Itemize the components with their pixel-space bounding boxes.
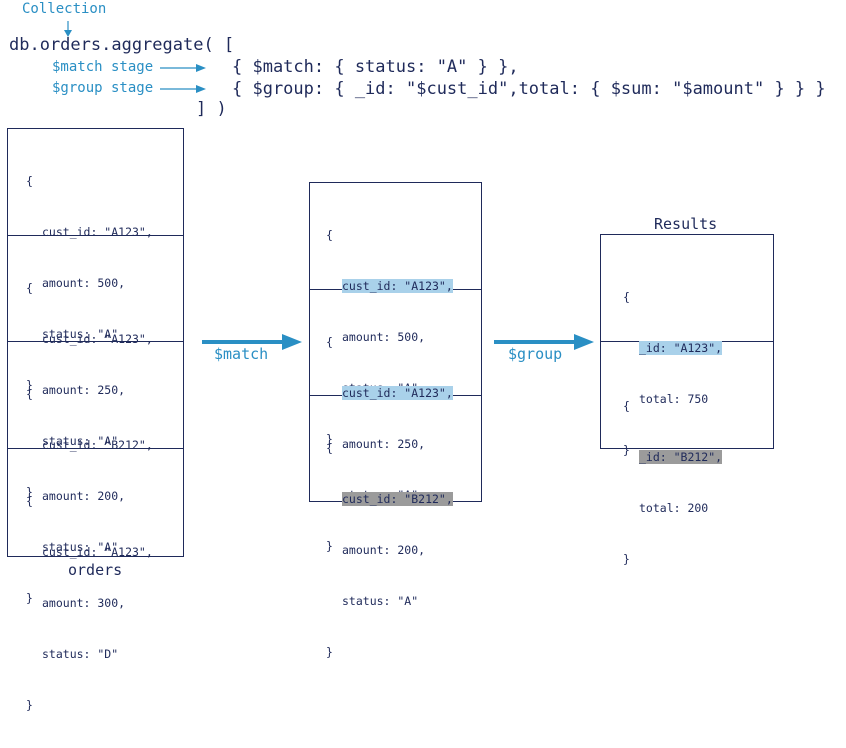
field-cust-id-highlighted: cust_id: "A123", (342, 279, 453, 293)
matched-document: { cust_id: "B212", amount: 200, status: … (326, 441, 453, 659)
field-cust-id: cust_id: "A123", (42, 545, 153, 559)
match-stage-code: { $match: { status: "A" } }, (232, 57, 519, 77)
orders-document: { cust_id: "A123", amount: 500, status: … (8, 129, 183, 392)
matched-document: { cust_id: "A123", amount: 250, status: … (310, 290, 481, 553)
results-collection: { _id: "A123", total: 750 } { _id: "B212… (600, 234, 774, 566)
orders-document: { cust_id: "A123", amount: 300, status: … (26, 494, 153, 712)
collection-label: Collection (22, 1, 107, 17)
field-cust-id: cust_id: "A123", (42, 332, 153, 346)
match-stage-pointer-arrowhead (196, 64, 206, 72)
field-amount: amount: 500, (342, 330, 426, 344)
field-cust-id-highlighted: cust_id: "B212", (342, 492, 453, 506)
field-status: status: "A" (42, 327, 119, 341)
group-stage-pointer-arrowhead (196, 85, 206, 93)
group-stage-label: $group stage (52, 80, 154, 96)
matched-document: { cust_id: "A123", amount: 500, status: … (310, 183, 481, 446)
orders-collection: { cust_id: "A123", amount: 500, status: … (7, 128, 184, 712)
result-document: { _id: "A123", total: 750 } (601, 235, 773, 457)
field-amount: amount: 250, (342, 437, 426, 451)
field-status: status: "D" (42, 647, 119, 661)
match-stage-label: $match stage (52, 59, 154, 75)
result-document: { _id: "B212", total: 200 } (623, 399, 723, 566)
results-title: Results (654, 215, 718, 233)
field-amount: amount: 200, (42, 489, 126, 503)
aggregate-close-line: ] ) (196, 99, 227, 119)
field-total: total: 750 (639, 392, 709, 406)
aggregate-call-line: db.orders.aggregate( [ (9, 35, 235, 55)
field-total: total: 200 (639, 501, 709, 515)
group-arrow-head (574, 334, 594, 350)
field-status: status: "A" (42, 540, 119, 554)
field-amount: amount: 250, (42, 383, 126, 397)
field-amount: amount: 500, (42, 276, 126, 290)
field-status: status: "A" (342, 594, 419, 608)
match-stage-arrow-label: $match (214, 345, 269, 363)
field-id-highlighted: _id: "B212", (639, 450, 723, 464)
field-amount: amount: 300, (42, 596, 126, 610)
field-id-highlighted: _id: "A123", (639, 341, 723, 355)
field-cust-id: cust_id: "B212", (42, 438, 153, 452)
field-cust-id-highlighted: cust_id: "A123", (342, 386, 453, 400)
matched-documents: { cust_id: "A123", amount: 500, status: … (309, 182, 482, 659)
collection-pointer-arrowhead (64, 30, 72, 37)
group-stage-arrow-label: $group (508, 345, 563, 363)
orders-document: { cust_id: "A123", amount: 250, status: … (8, 236, 183, 499)
field-amount: amount: 200, (342, 543, 426, 557)
field-cust-id: cust_id: "A123", (42, 225, 153, 239)
connector-layer (64, 21, 594, 350)
field-status: status: "A" (42, 434, 119, 448)
orders-collection-title: orders (68, 561, 123, 579)
orders-document: { cust_id: "B212", amount: 200, status: … (8, 342, 183, 605)
group-stage-code: { $group: { _id: "$cust_id",total: { $su… (232, 79, 826, 99)
match-arrow-head (282, 334, 302, 350)
